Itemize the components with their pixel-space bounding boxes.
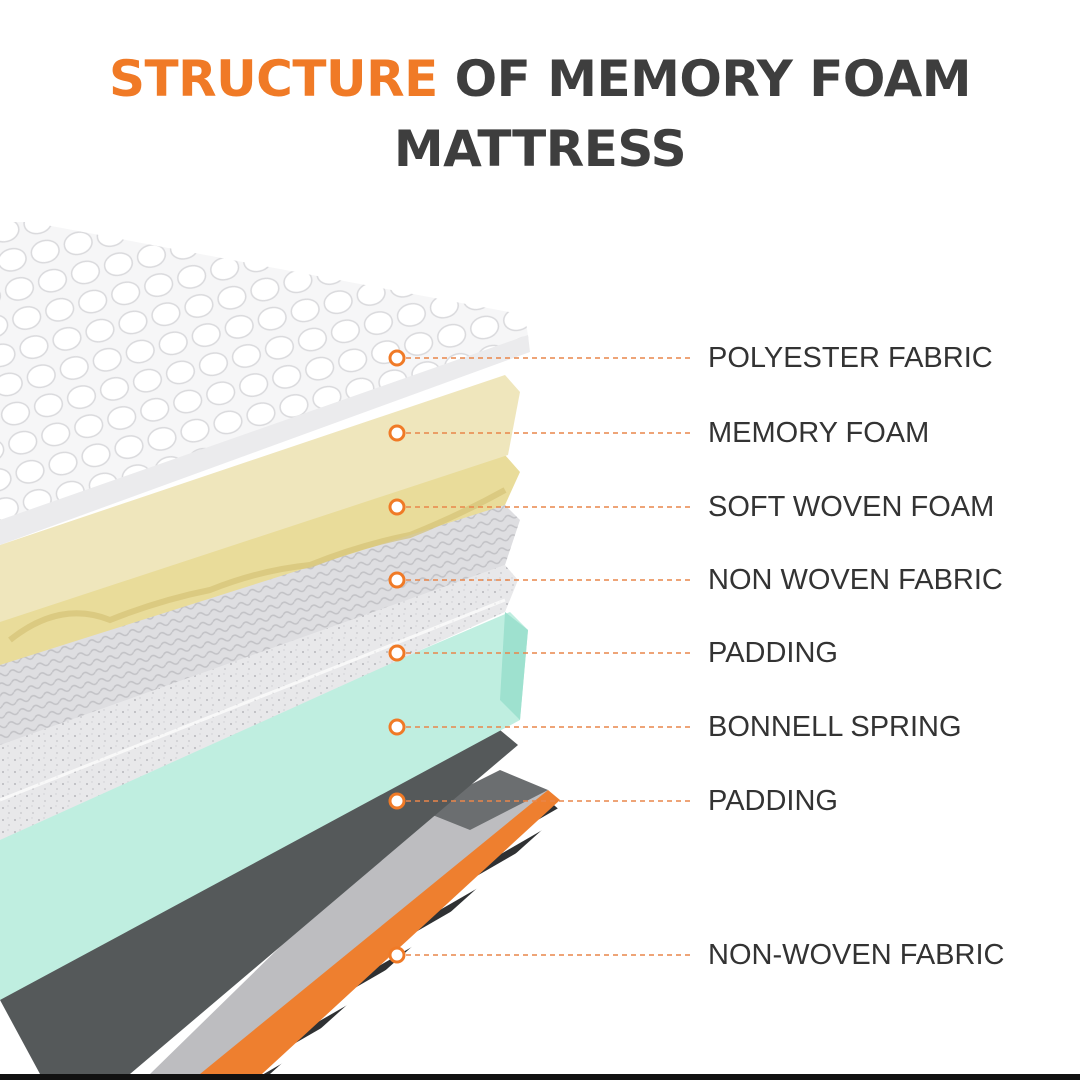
marker-dot-icon xyxy=(388,571,406,589)
layer-polyester-fabric xyxy=(0,222,530,545)
title-accent: STRUCTURE xyxy=(108,50,438,108)
marker-dot-icon xyxy=(388,792,406,810)
bottom-edge-bar xyxy=(0,1074,1080,1080)
marker-dot-icon xyxy=(388,718,406,736)
title-rest: OF MEMORY FOAM xyxy=(454,50,972,108)
page-title: STRUCTURE OF MEMORY FOAM MATTRESS xyxy=(0,44,1080,184)
layer-label: POLYESTER FABRIC xyxy=(708,342,993,374)
layer-label: PADDING xyxy=(708,785,838,817)
title-line-2: MATTRESS xyxy=(393,120,687,178)
layer-bonnell-spring xyxy=(0,612,528,1000)
marker-dot-icon xyxy=(388,498,406,516)
layer-label: NON WOVEN FABRIC xyxy=(708,564,1003,596)
layer-padding xyxy=(0,565,518,840)
title-line-1: STRUCTURE OF MEMORY FOAM xyxy=(0,44,1080,114)
layer-label: MEMORY FOAM xyxy=(708,417,930,449)
marker-dot-icon xyxy=(388,424,406,442)
layer-padding-dark xyxy=(0,730,518,1074)
marker-dot-icon xyxy=(388,349,406,367)
layer-label: SOFT WOVEN FOAM xyxy=(708,491,995,523)
layer-label: PADDING xyxy=(708,637,838,669)
layer-non-woven-fabric xyxy=(0,505,520,745)
marker-dot-icon xyxy=(388,946,406,964)
layer-label: BONNELL SPRING xyxy=(708,711,962,743)
layer-non-woven-fabric-bottom xyxy=(150,770,562,1074)
layer-label: NON-WOVEN FABRIC xyxy=(708,939,1005,971)
marker-dot-icon xyxy=(388,644,406,662)
